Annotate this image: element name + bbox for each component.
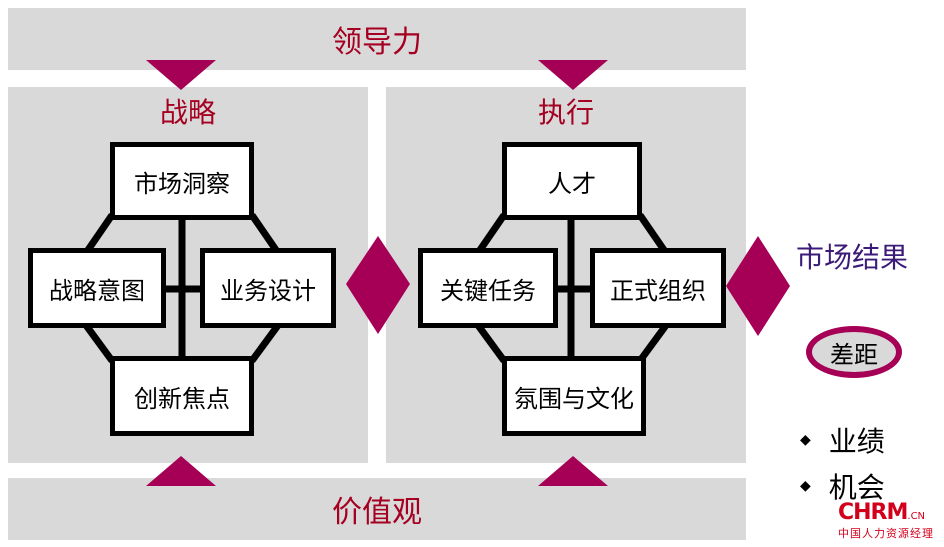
execution-box-right-label: 正式组织: [610, 276, 706, 305]
diamond-bullet-icon: ◆: [800, 432, 811, 448]
market-outcome-label: 市场结果: [796, 241, 909, 274]
strategy-box-bottom-label: 创新焦点: [134, 384, 230, 413]
strategy-box-left-label: 战略意图: [49, 276, 145, 305]
strategy-box-strategic-intent: 战略意图: [28, 248, 166, 328]
execution-title: 执行: [537, 96, 594, 129]
values-band: 价值观: [8, 478, 746, 540]
execution-box-formal-org: 正式组织: [590, 248, 726, 328]
diamond-bullet-icon: ◆: [800, 478, 811, 494]
bullet-performance: ◆ 业绩: [800, 420, 885, 460]
bullet-opportunity-label: 机会: [828, 471, 885, 504]
logo-suffix-text: .CN: [907, 511, 926, 522]
logo-sub-text: 中国人力资源经理: [838, 527, 934, 540]
strategy-box-right-label: 业务设计: [220, 276, 316, 305]
values-arrow-execution: [538, 456, 608, 486]
execution-box-top-label: 人才: [548, 169, 596, 198]
strategy-box-top-label: 市场洞察: [134, 169, 230, 198]
strategy-box-business-design: 业务设计: [200, 248, 336, 328]
strategy-title: 战略: [159, 96, 216, 129]
execution-outcome-diamond: [726, 236, 790, 336]
bullet-opportunity: ◆ 机会: [800, 466, 885, 506]
execution-box-key-tasks: 关键任务: [418, 248, 558, 328]
execution-box-bottom-label: 氛围与文化: [514, 384, 634, 413]
chrm-logo: CHRM.CN 中国人力资源经理: [838, 500, 938, 541]
execution-box-left-label: 关键任务: [440, 276, 536, 305]
leadership-band: 领导力: [8, 8, 746, 70]
leadership-arrow-execution: [538, 60, 608, 90]
strategy-execution-diamond: [346, 236, 410, 334]
execution-connectors: [475, 213, 669, 363]
gap-label: 差距: [830, 340, 878, 369]
strategy-box-market-insight: 市场洞察: [110, 142, 254, 220]
values-arrow-strategy: [146, 456, 216, 486]
execution-box-talent: 人才: [502, 142, 642, 220]
gap-ellipse: 差距: [806, 326, 902, 378]
strategy-connectors: [83, 213, 281, 363]
leadership-arrow-strategy: [146, 60, 216, 90]
bullet-performance-label: 业绩: [828, 425, 885, 458]
strategy-box-innovation-focus: 创新焦点: [110, 356, 254, 436]
leadership-label: 领导力: [332, 25, 422, 60]
logo-main-text: CHRM: [838, 500, 908, 525]
values-label: 价值观: [332, 495, 422, 530]
execution-box-climate-culture: 氛围与文化: [502, 356, 646, 436]
